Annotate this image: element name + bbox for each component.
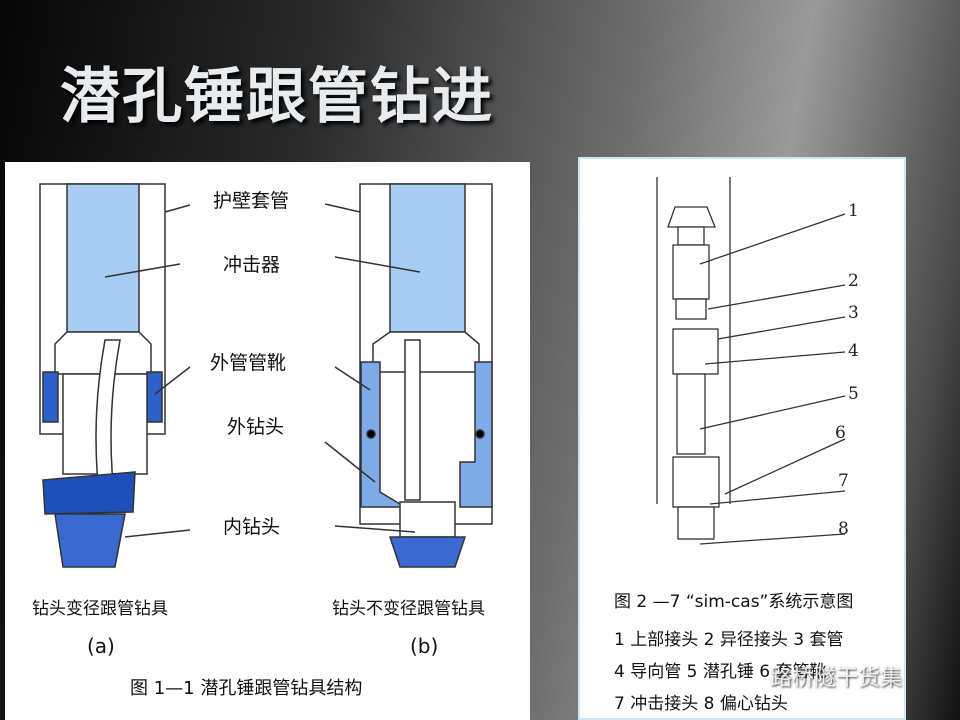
subcaption-a: 钻头变径跟管钻具 <box>32 599 168 619</box>
figure-2-panel: 1 2 3 4 5 6 7 8 图 2 —7 “sim-cas”系统示意图 1 … <box>578 157 906 720</box>
legend-line: 4 导向管 5 潜孔锤 6 套管靴 <box>614 662 827 682</box>
tag-b: (b) <box>410 634 439 658</box>
part-number: 4 <box>848 341 859 361</box>
legend-line: 1 上部接头 2 异径接头 3 套管 <box>614 630 844 650</box>
legend-line: 7 冲击接头 8 偏心钻头 <box>614 694 788 714</box>
slide-title: 潜孔锤跟管钻进 <box>60 62 494 132</box>
part-number: 6 <box>835 423 846 443</box>
part-number: 5 <box>848 384 859 404</box>
part-number: 8 <box>838 519 849 539</box>
label-hammer: 冲击器 <box>223 254 281 276</box>
watermark: 路桥隧干货集 <box>770 666 903 691</box>
tag-a: (a) <box>87 634 115 658</box>
label-inner-bit: 内钻头 <box>223 516 281 538</box>
part-number: 7 <box>838 471 849 491</box>
subcaption-b: 钻头不变径跟管钻具 <box>332 599 485 619</box>
drill-tool-diagram <box>39 183 493 568</box>
sim-cas-diagram <box>656 177 846 545</box>
part-number: 3 <box>848 303 859 323</box>
label-casing-shoe: 外管管靴 <box>210 352 287 374</box>
part-number: 2 <box>848 271 859 291</box>
figure-1-caption: 图 1—1 潜孔锤跟管钻具结构 <box>130 678 363 699</box>
part-number: 1 <box>848 201 859 221</box>
figure-1-panel: 护壁套管 冲击器 外管管靴 外钻头 内钻头 钻头变径跟管钻具 钻头不变径跟管钻具… <box>5 162 530 720</box>
label-outer-bit: 外钻头 <box>227 416 285 438</box>
figure-2-caption: 图 2 —7 “sim-cas”系统示意图 <box>614 592 854 612</box>
label-casing: 护壁套管 <box>213 190 290 212</box>
